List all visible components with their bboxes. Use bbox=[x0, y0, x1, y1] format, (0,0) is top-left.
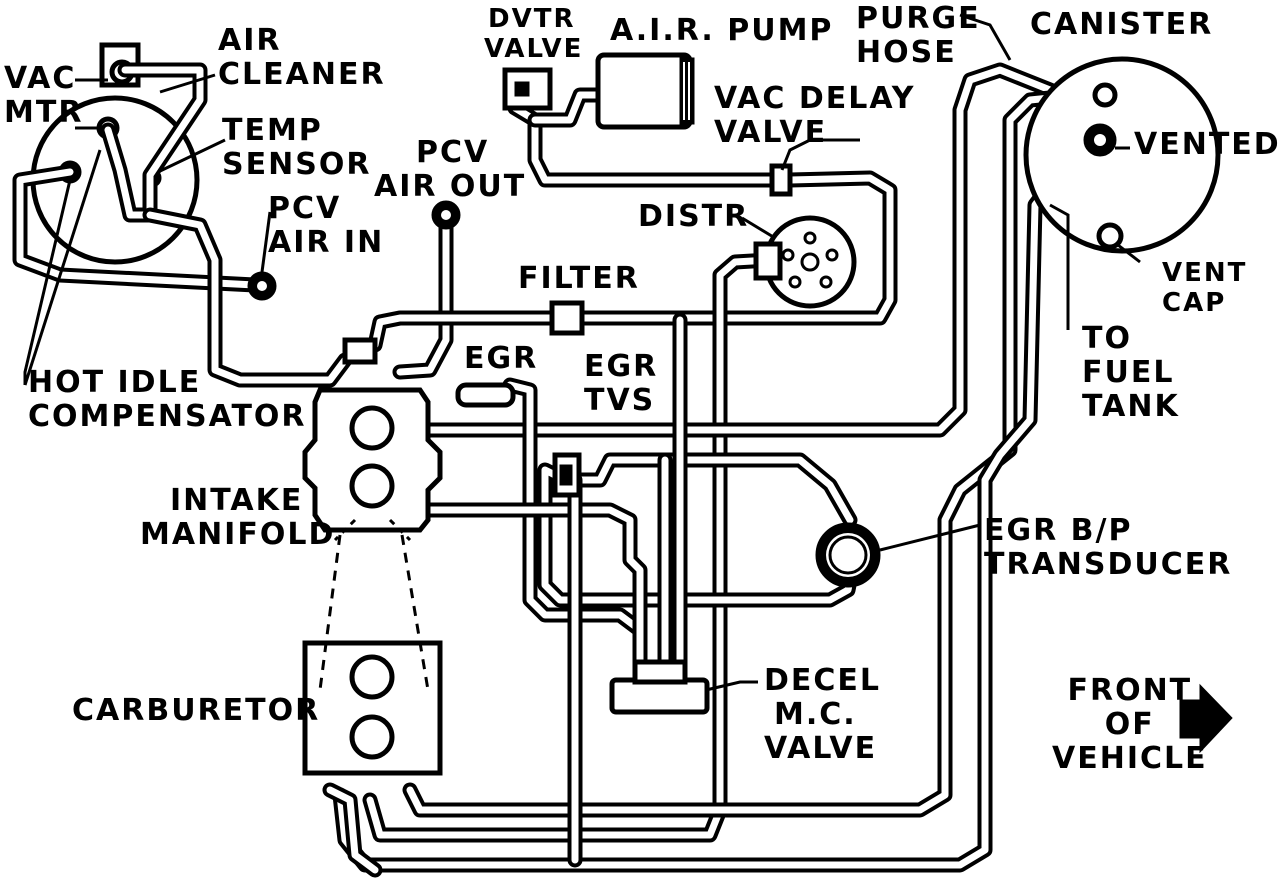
vac-delay-valve bbox=[769, 163, 793, 197]
label-filter: FILTER bbox=[518, 261, 640, 296]
label-vented: VENTED bbox=[1134, 127, 1280, 162]
label-distr: DISTR bbox=[638, 199, 750, 234]
label-air-pump: A.I.R. PUMP bbox=[610, 13, 834, 48]
egr-bp-transducer bbox=[815, 522, 881, 588]
egr-valve bbox=[455, 382, 516, 408]
canister bbox=[1023, 56, 1221, 254]
vacuum-hoses bbox=[12, 62, 1093, 878]
intake-manifold bbox=[302, 337, 443, 533]
filter bbox=[549, 300, 585, 336]
carburetor bbox=[302, 518, 443, 776]
leader-lines bbox=[23, 13, 1141, 692]
air-pump bbox=[595, 52, 695, 130]
distributor bbox=[753, 215, 857, 309]
label-egr: EGR bbox=[464, 341, 539, 376]
front-arrow-icon bbox=[1179, 683, 1233, 754]
label-carburetor: CARBURETOR bbox=[72, 693, 321, 728]
egr-tvs bbox=[552, 452, 582, 498]
decel-mc-valve bbox=[609, 659, 710, 715]
dvtr-valve bbox=[502, 67, 553, 111]
label-canister: CANISTER bbox=[1030, 7, 1214, 42]
